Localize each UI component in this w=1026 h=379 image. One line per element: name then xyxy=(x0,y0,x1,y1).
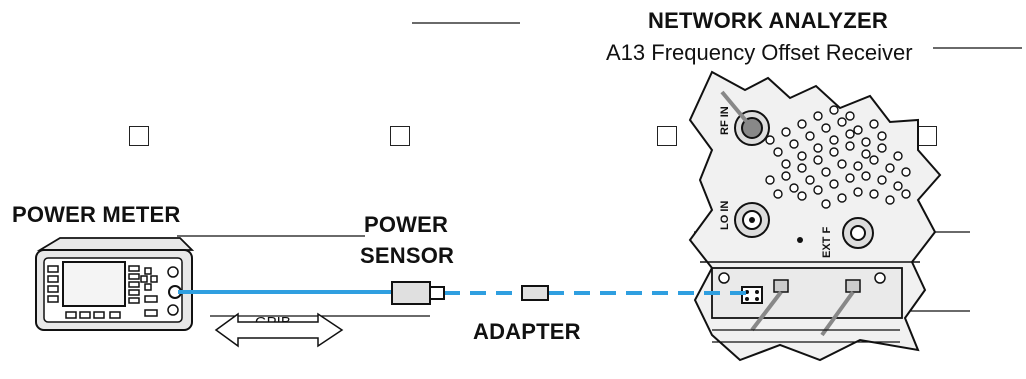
power-meter-icon xyxy=(35,237,195,331)
power-sensor-label-2: SENSOR xyxy=(360,243,455,268)
vent-holes xyxy=(765,105,911,209)
gpib-arrow-icon xyxy=(214,312,344,348)
network-analyzer-title: NETWORK ANALYZER xyxy=(648,8,888,33)
power-meter-label: POWER METER xyxy=(12,202,181,227)
adapter-label: ADAPTER xyxy=(473,319,581,344)
checkbox-2[interactable] xyxy=(390,126,410,146)
lo-in-port-label: LO IN xyxy=(719,201,731,230)
power-sensor-label-1: POWER xyxy=(364,212,449,237)
checkbox-1[interactable] xyxy=(129,126,149,146)
adapter-icon xyxy=(521,285,549,301)
ext-f-port-label: EXT F xyxy=(821,227,833,258)
network-analyzer-subtitle: A13 Frequency Offset Receiver xyxy=(606,40,913,65)
checkbox-3[interactable] xyxy=(657,126,677,146)
power-sensor-icon xyxy=(391,281,445,305)
rf-in-port-label: RF IN xyxy=(719,106,731,135)
network-analyzer-panel-icon: RF IN LO IN EXT F xyxy=(688,70,942,362)
